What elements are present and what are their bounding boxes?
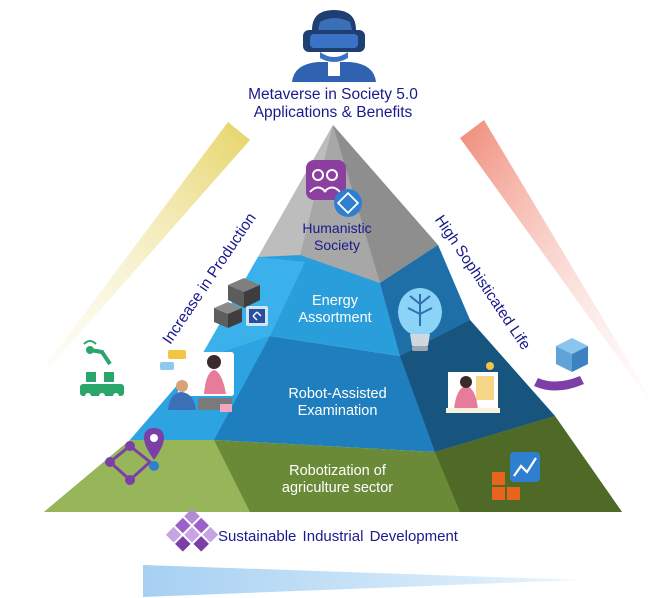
tier-humanistic-shade-right — [333, 125, 438, 283]
vr-headset-user-icon — [292, 10, 376, 82]
tier-agriculture-line-2: agriculture sector — [281, 480, 394, 497]
tier-robot-line-2: Examination — [297, 403, 378, 420]
factory-robot-arm-icon — [80, 340, 124, 399]
tier-energy-line-1: Energy — [312, 293, 358, 309]
tier-humanistic-line-1: Humanistic — [302, 220, 372, 236]
tier-humanistic-line-2: Society — [314, 236, 360, 253]
tier-robot-label: Robot-Assisted Examination — [250, 386, 425, 420]
tier-humanistic-shade-left — [258, 125, 333, 257]
tier-agriculture-line-1: Robotization of — [289, 463, 386, 479]
people-network-icon — [306, 160, 362, 217]
title-line-2: Applications & Benefits — [253, 104, 413, 122]
title-line-1: Metaverse in Society 5.0 — [248, 86, 418, 103]
left-wedge — [12, 122, 250, 410]
analytics-blocks-icon — [492, 452, 540, 500]
right-wedge — [460, 120, 666, 424]
lightbulb-brain-icon — [398, 288, 442, 351]
tier-robot-line-1: Robot-Assisted — [288, 386, 387, 402]
online-meeting-icon — [160, 350, 234, 412]
tier-humanistic-label: Humanistic Society — [282, 220, 392, 253]
bottom-bar — [143, 565, 580, 597]
cube-hand-icon — [534, 338, 588, 391]
bottom-label: Sustainable Industrial Development — [218, 528, 458, 545]
location-network-icon — [105, 428, 164, 485]
tier-agri-left — [44, 440, 250, 512]
study-woman-icon — [446, 362, 500, 413]
diagram-title: Metaverse in Society 5.0 Applications & … — [183, 86, 483, 123]
tier-agriculture-label: Robotization of agriculture sector — [245, 463, 430, 497]
tier-energy-label: Energy Assortment — [265, 293, 405, 327]
cubes-transfer-icon — [214, 278, 268, 328]
diamond-blocks-icon — [165, 508, 219, 552]
tier-energy-line-2: Assortment — [298, 310, 372, 327]
